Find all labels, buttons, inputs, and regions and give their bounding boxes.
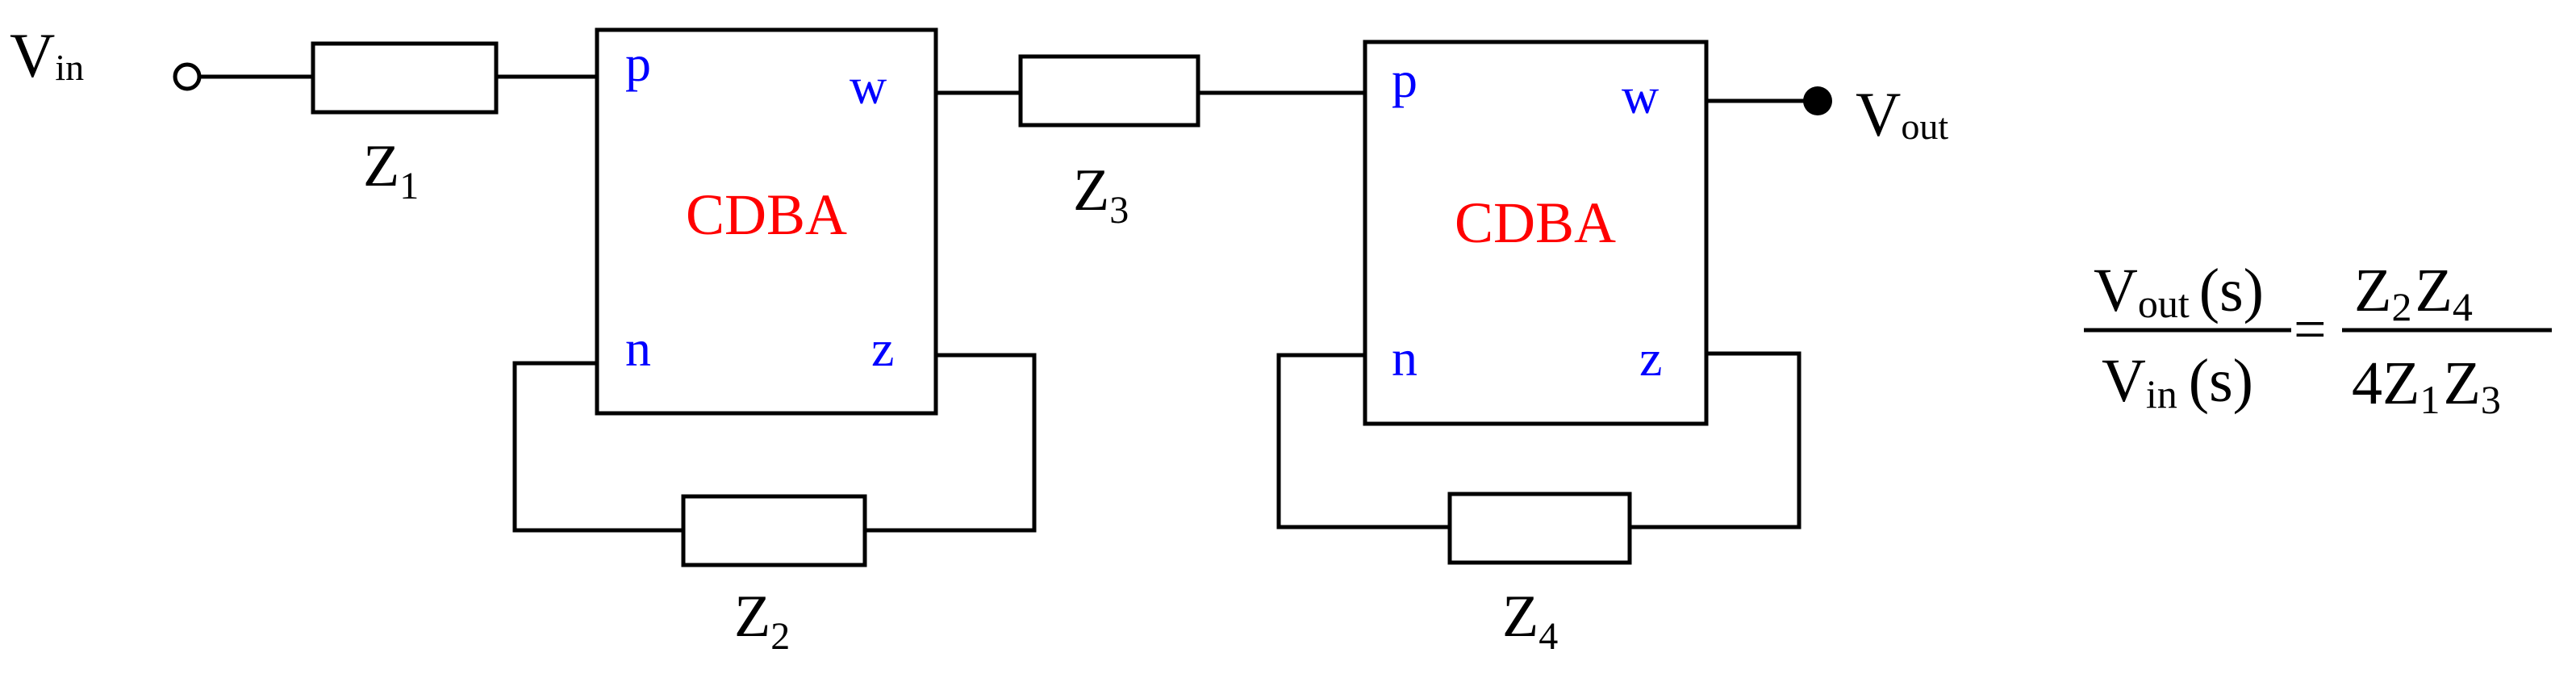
cdba-block-2-pin-z: z xyxy=(1639,329,1662,387)
impedance-z4-label: Z4 xyxy=(1502,584,1558,658)
cdba-block-2-label: CDBA xyxy=(1455,190,1616,255)
cdba-block-1[interactable]: CDBA p w n z xyxy=(595,27,938,416)
impedance-z2[interactable]: Z2 xyxy=(681,494,867,658)
wire-cdba2-n-loop xyxy=(1276,353,1452,529)
cdba-block-1-label: CDBA xyxy=(686,182,847,247)
wire-cdba1-n-loop xyxy=(512,361,686,533)
equation-rhs-numerator: Z2Z4 xyxy=(2354,257,2473,329)
impedance-z3[interactable]: Z3 xyxy=(1018,54,1200,232)
impedance-z2-label: Z2 xyxy=(734,584,790,658)
cdba-block-2-pin-w: w xyxy=(1622,67,1659,124)
impedance-z4-body[interactable] xyxy=(1447,492,1632,565)
cdba-block-2[interactable]: CDBA p w n z xyxy=(1363,40,1709,426)
cdba-block-1-pin-p: p xyxy=(625,35,651,92)
vin-terminal[interactable] xyxy=(173,62,202,91)
cdba-block-1-pin-z: z xyxy=(871,320,894,377)
vout-terminal[interactable] xyxy=(1803,86,1832,115)
cdba-block-1-pin-n: n xyxy=(625,320,651,377)
impedance-z3-body[interactable] xyxy=(1018,54,1200,128)
impedance-z1-label: Z1 xyxy=(363,133,419,207)
cdba-block-1-pin-w: w xyxy=(850,57,887,115)
wire-cdba1-z-loop xyxy=(862,353,1037,533)
impedance-z1[interactable]: Z1 xyxy=(311,41,499,207)
cdba-block-2-pin-p: p xyxy=(1392,51,1417,108)
vout-label: Vout xyxy=(1856,79,1948,149)
wire-cdba2-z-loop xyxy=(1627,351,1802,529)
cdba-block-2-pin-n: n xyxy=(1392,329,1417,387)
impedance-z1-body[interactable] xyxy=(311,41,499,115)
impedance-z4[interactable]: Z4 xyxy=(1447,492,1632,658)
equation-lhs-denominator: Vin(s) xyxy=(2102,347,2253,416)
transfer-function: Vout(s) Vin(s) = Z2Z4 4Z1Z3 xyxy=(2084,257,2552,422)
equation-lhs-numerator: Vout(s) xyxy=(2094,257,2264,326)
vin-label: Vin xyxy=(10,20,84,90)
equation-equals-sign: = xyxy=(2294,297,2327,362)
equation-rhs-denominator: 4Z1Z3 xyxy=(2352,349,2501,422)
cdba-block-1-body[interactable] xyxy=(595,27,938,416)
cdba-block-2-body[interactable] xyxy=(1363,40,1709,426)
impedance-z3-label: Z3 xyxy=(1073,157,1129,232)
wiring xyxy=(199,74,1820,533)
impedance-z2-body[interactable] xyxy=(681,494,867,567)
